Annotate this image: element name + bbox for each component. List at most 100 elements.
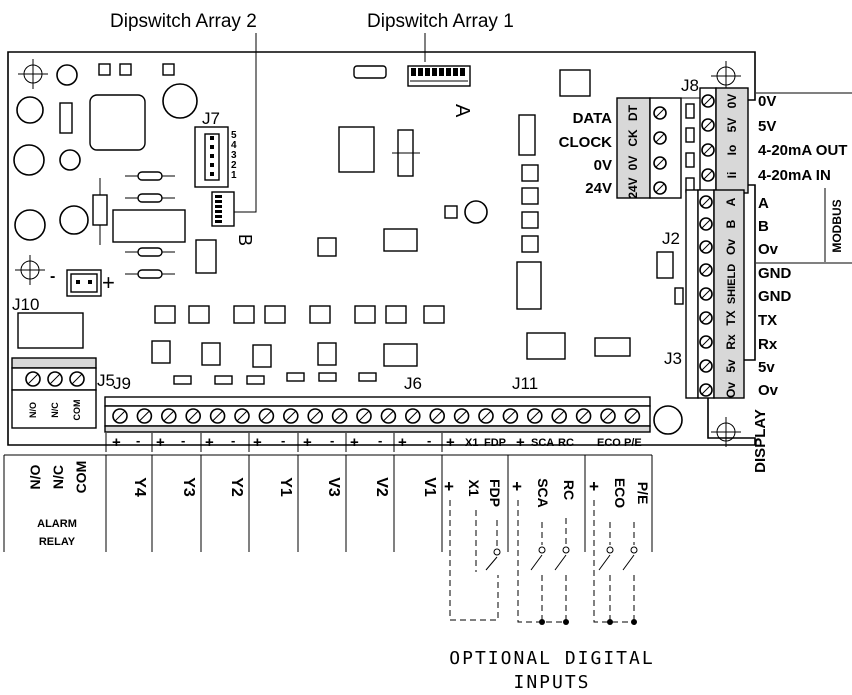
output-y3: Y3 (180, 477, 197, 497)
pin-label: - (378, 433, 382, 448)
terminal-screw (526, 408, 543, 424)
terminal-screw-slot (627, 410, 638, 422)
pin-label: P/E (624, 437, 642, 449)
terminal-screw (234, 408, 250, 424)
polarity-row: + - + - + - + - + - + - + - + X1 FDP + S… (112, 433, 642, 451)
dipswitch-array-2-callout: Dipswitch Array 2 (110, 11, 257, 32)
modbus-title: MODBUS (830, 199, 844, 252)
j2-j3-terminal-block (685, 189, 745, 399)
mounting-hole-left-middle (15, 255, 45, 285)
j6-label: J6 (404, 374, 422, 393)
left-pin-ck: CK (626, 129, 640, 147)
output-y4: Y4 (131, 477, 148, 497)
pin-label: + (398, 434, 407, 451)
pin-label: X1 (465, 437, 478, 449)
relay-terminal-nc: N/C (50, 402, 60, 418)
terminal-screw (258, 408, 275, 424)
terminal-screw-slot (578, 410, 589, 422)
pin-label: + (446, 434, 455, 451)
j7-pin-2: 2 (231, 160, 237, 171)
terminal-screw (404, 408, 421, 424)
terminal-screw (380, 408, 397, 424)
output-v1: V1 (421, 477, 438, 497)
display-label-rx: Rx (758, 336, 778, 353)
display-label-gnd-1: GND (758, 265, 792, 282)
terminal-screw (453, 408, 470, 424)
pin-label: ECO (597, 437, 621, 449)
terminal-screw-slot (114, 410, 126, 422)
display-pin-rx: Rx (724, 334, 738, 350)
left-signal-clock: CLOCK (559, 134, 612, 151)
terminal-screw (112, 408, 128, 424)
terminal-screw-slot (480, 410, 492, 422)
pin-label: - (181, 433, 185, 448)
dipswitch-marker-a: A (451, 104, 473, 118)
terminal-screw-slot (505, 410, 516, 422)
pin-label: + (303, 434, 312, 451)
relay-output-nc: N/C (50, 465, 66, 489)
optional-inputs-caption-2: INPUTS (513, 672, 590, 693)
terminal-screw (356, 408, 372, 424)
digital-input-plus-1: + (444, 477, 454, 496)
left-pin-0v: 0V (626, 156, 640, 171)
mounting-hole-bottom-right (711, 417, 741, 447)
relay-terminal-no: N/O (28, 402, 38, 418)
left-signal-0v: 0V (594, 157, 612, 174)
board-components (13, 63, 684, 435)
terminal-screw-slot (212, 410, 223, 422)
pin-label: - (231, 433, 235, 448)
j10-label: J10 (12, 295, 39, 314)
display-label-gnd-2: GND (758, 288, 792, 305)
main-terminal-strip (104, 396, 651, 433)
terminal-screw (282, 408, 299, 424)
display-label-ov: Ov (758, 382, 779, 399)
display-pin-tx: TX (724, 310, 738, 325)
right-pin-5v: 5V (725, 118, 739, 133)
dipswitch-array-1 (407, 65, 471, 87)
pin-label: + (112, 434, 121, 451)
j7-pin-3: 3 (231, 150, 237, 161)
pin-label: FDP (484, 437, 506, 449)
right-pin-io: Io (725, 145, 739, 156)
right-signal-4-20ma-in: 4-20mA IN (758, 167, 831, 184)
terminal-screw-slot (358, 410, 370, 422)
output-v2: V2 (373, 477, 390, 497)
pin-label: + (253, 434, 262, 451)
output-y1: Y1 (277, 477, 294, 497)
j5-relay-terminal (11, 357, 97, 429)
left-pin-dt: DT (626, 104, 640, 121)
digital-input-fdp: FDP (487, 479, 503, 507)
terminal-screw-slot (431, 410, 443, 422)
terminal-screw (185, 408, 201, 424)
pin-label: + (350, 434, 359, 451)
terminal-screw (478, 408, 494, 424)
terminal-screw-slot (553, 410, 565, 422)
j10-plus: + (102, 270, 115, 295)
terminal-screw (624, 408, 641, 424)
j5-label: J5 (97, 371, 115, 390)
right-signal-5v: 5V (758, 118, 776, 135)
j10-minus: - (50, 268, 55, 285)
terminal-screw-slot (285, 410, 297, 422)
digital-input-eco: ECO (612, 478, 628, 508)
j7-pin-1: 1 (231, 170, 237, 181)
terminal-screw (502, 408, 519, 424)
j7-pin-4: 4 (231, 140, 237, 151)
digital-input-plus-2: + (512, 477, 522, 496)
pin-label: + (205, 434, 214, 451)
display-title: DISPLAY (752, 409, 769, 473)
pin-label: + (156, 434, 165, 451)
terminal-screw (331, 408, 348, 424)
terminal-screw (600, 408, 616, 424)
display-pin-5v: 5v (724, 359, 738, 373)
terminal-screw-slot (139, 410, 150, 422)
optional-input-wiring (449, 500, 638, 625)
terminal-screw (136, 408, 153, 424)
right-pin-0v: 0V (725, 94, 739, 109)
terminal-screw (575, 408, 592, 424)
circuit-board-outline (7, 51, 756, 446)
terminal-screw (551, 408, 568, 424)
digital-input-pe: P/E (635, 482, 651, 505)
pin-label: - (136, 433, 140, 448)
